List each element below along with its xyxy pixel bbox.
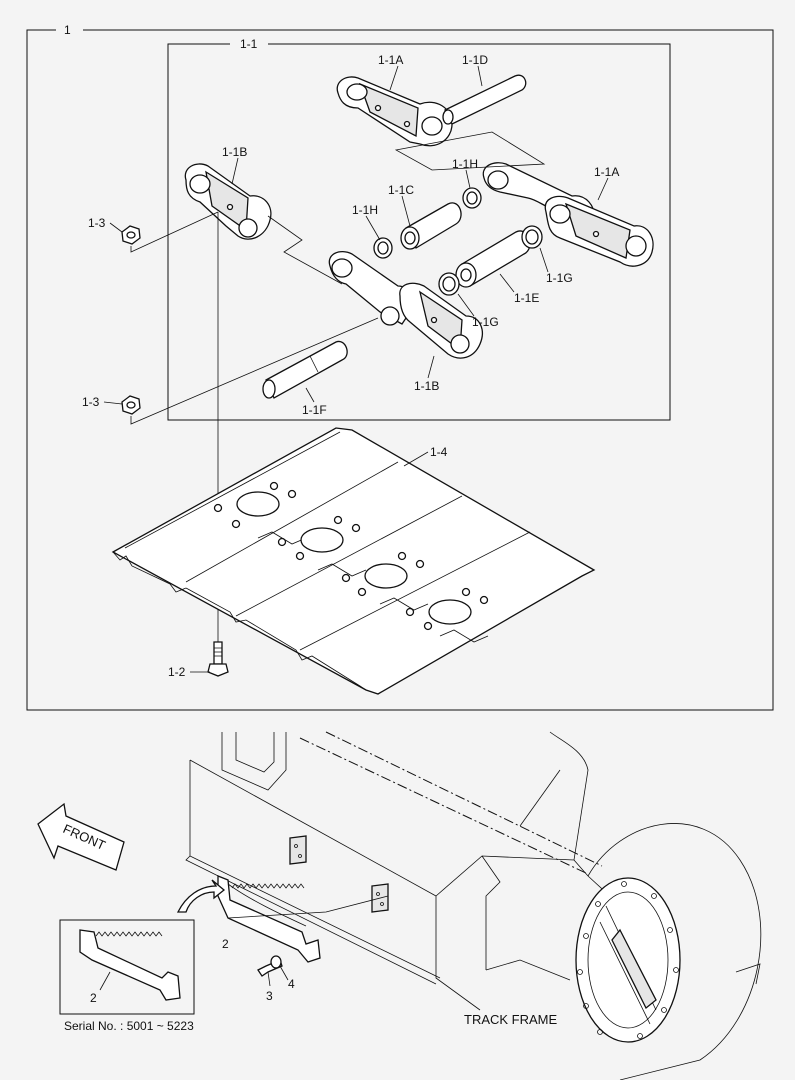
bushing-1-1c bbox=[400, 202, 462, 250]
bushing-1-1e bbox=[455, 230, 531, 288]
label-1-1g-right: 1-1G bbox=[546, 271, 573, 285]
sub-assembly-frame bbox=[167, 43, 671, 421]
inset-box bbox=[59, 919, 195, 1015]
label-1-1a-right: 1-1A bbox=[594, 165, 619, 179]
label-1-1h-top: 1-1H bbox=[452, 157, 478, 171]
nut-1-3-bottom bbox=[121, 395, 141, 415]
seal-1-1g-mid bbox=[438, 272, 460, 296]
nut-1-3-top bbox=[121, 225, 141, 245]
link-1-1b-bottom bbox=[328, 251, 483, 359]
label-1-2: 1-2 bbox=[168, 665, 186, 679]
link-1-1a-right bbox=[482, 162, 654, 267]
link-1-1b-top bbox=[184, 163, 272, 240]
assembly-frame bbox=[26, 29, 774, 711]
label-1-1b-bottom: 1-1B bbox=[414, 379, 439, 393]
seal-1-1g-right bbox=[521, 225, 543, 249]
label-1-1h-mid: 1-1H bbox=[352, 203, 378, 217]
label-1-1g-mid: 1-1G bbox=[472, 315, 499, 329]
label-1-1: 1-1 bbox=[240, 37, 258, 51]
label-washer-4: 4 bbox=[288, 977, 295, 991]
leader-lines bbox=[103, 65, 609, 673]
label-1-1c: 1-1C bbox=[388, 183, 414, 197]
label-1-1d: 1-1D bbox=[462, 53, 488, 67]
front-arrow-icon bbox=[37, 802, 125, 871]
label-1-1f: 1-1F bbox=[302, 403, 327, 417]
seal-1-1h-top bbox=[462, 187, 482, 209]
track-frame bbox=[185, 731, 762, 1080]
label-1: 1 bbox=[64, 23, 71, 37]
label-bolt-3: 3 bbox=[266, 989, 273, 1003]
pin-1-1d bbox=[442, 74, 527, 125]
washer-4 bbox=[270, 955, 289, 981]
label-1-1e: 1-1E bbox=[514, 291, 539, 305]
label-1-1a-top: 1-1A bbox=[378, 53, 403, 67]
guard-2-main bbox=[176, 875, 389, 963]
label-guard-2-main: 2 bbox=[222, 937, 229, 951]
label-track-frame: TRACK FRAME bbox=[464, 1012, 558, 1027]
link-1-1a-top bbox=[336, 76, 453, 147]
label-1-4: 1-4 bbox=[430, 445, 448, 459]
pin-1-1f bbox=[262, 340, 348, 399]
bolt-1-2 bbox=[207, 641, 229, 677]
seal-1-1h-mid bbox=[373, 237, 393, 259]
label-1-3-bottom: 1-3 bbox=[82, 395, 100, 409]
label-guard-2-inset: 2 bbox=[90, 991, 97, 1005]
track-shoe-1-4 bbox=[111, 427, 596, 695]
label-serial: Serial No. : 5001 ~ 5223 bbox=[64, 1019, 194, 1033]
label-1-1b-top: 1-1B bbox=[222, 145, 247, 159]
label-1-3-top: 1-3 bbox=[88, 216, 106, 230]
